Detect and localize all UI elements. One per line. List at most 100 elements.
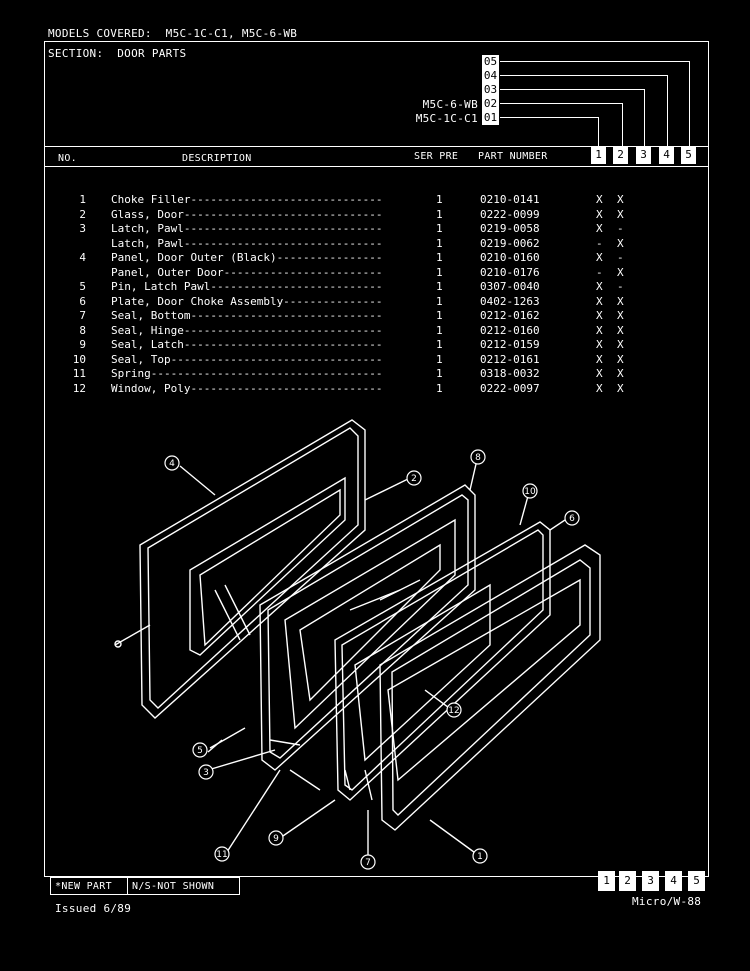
svg-text:2: 2 xyxy=(411,474,417,484)
part-description: Seal, Hinge-----------------------------… xyxy=(111,323,383,337)
model-code-box: 04 xyxy=(482,69,499,83)
outer-panel-drawing xyxy=(139,419,366,719)
model-code-leader-drop xyxy=(644,89,645,146)
callout-5: 5 xyxy=(192,742,208,758)
callout-1: 1 xyxy=(472,848,488,864)
part-no: 8 xyxy=(79,323,86,337)
window-poly-drawing xyxy=(379,544,601,831)
model-code-leader xyxy=(500,103,622,104)
part-qty: 1 xyxy=(436,251,443,264)
part-qty: 1 xyxy=(436,236,443,250)
model-code-leader-drop xyxy=(689,61,690,146)
part-no: 4 xyxy=(79,251,86,264)
part-model-1: X xyxy=(596,381,603,395)
part-model-1: X xyxy=(596,338,603,351)
part-model-1: X xyxy=(596,193,603,206)
col-no: NO. xyxy=(58,153,77,164)
part-number: 0212-0161 xyxy=(480,352,540,366)
model-code-leader-drop xyxy=(622,103,623,146)
part-description: Panel, Outer Door-----------------------… xyxy=(111,265,383,279)
part-no: 12 xyxy=(72,381,86,395)
part-no: 3 xyxy=(79,222,86,235)
model-code-box: 05 xyxy=(482,55,499,69)
part-description: Pin, Latch Pawl-------------------------… xyxy=(111,280,383,293)
choke-plate-drawing xyxy=(334,521,551,801)
col-ser-pre: SER PRE xyxy=(414,151,459,162)
part-description: Seal, Top-------------------------------… xyxy=(111,352,383,366)
part-model-1: X xyxy=(596,367,603,380)
part-model-2: X xyxy=(617,323,624,337)
document-id: Micro/W-88 xyxy=(632,895,702,908)
part-model-1: X xyxy=(596,280,603,293)
svg-text:7: 7 xyxy=(365,858,371,868)
part-model-1: X xyxy=(596,222,603,235)
part-description: Latch, Pawl-----------------------------… xyxy=(111,236,383,250)
model-code-leader xyxy=(500,75,667,76)
part-description: Plate, Door Choke Assembly--------------… xyxy=(111,294,383,308)
part-no: 6 xyxy=(79,294,86,308)
part-model-1: X xyxy=(596,309,603,322)
callout-3: 3 xyxy=(198,764,214,780)
model-code-leader-drop xyxy=(667,75,668,146)
part-model-2: - xyxy=(617,251,624,264)
model-code-leader xyxy=(500,117,598,118)
model-column-5: 5 xyxy=(681,147,696,164)
part-qty: 1 xyxy=(436,193,443,206)
model-code-name: M5C-6-WB xyxy=(422,98,478,111)
part-number: 0318-0032 xyxy=(480,367,540,380)
model-code-name: M5C-1C-C1 xyxy=(415,112,478,125)
model-column-3: 3 xyxy=(636,147,651,164)
part-model-1: X xyxy=(596,207,603,221)
part-qty: 1 xyxy=(436,294,443,308)
model-code-box: 01 xyxy=(482,111,499,125)
part-no: 9 xyxy=(79,338,86,351)
callout-6: 6 xyxy=(564,510,580,526)
callout-7: 7 xyxy=(360,854,376,870)
part-no: 7 xyxy=(79,309,86,322)
part-number: 0219-0058 xyxy=(480,222,540,235)
part-no: 11 xyxy=(72,367,86,380)
models-covered: MODELS COVERED: M5C-1C-C1, M5C-6-WB xyxy=(48,27,298,40)
callout-12: 12 xyxy=(446,702,462,718)
part-qty: 1 xyxy=(436,338,443,351)
part-description: Window, Poly----------------------------… xyxy=(111,381,383,395)
part-no: 10 xyxy=(72,352,86,366)
part-no xyxy=(66,237,86,251)
svg-text:6: 6 xyxy=(569,514,575,524)
footer-not-shown: N/S-NOT SHOWN xyxy=(132,881,215,892)
part-model-2: X xyxy=(617,338,624,351)
part-number: 0219-0062 xyxy=(480,236,540,250)
model-column-2: 2 xyxy=(613,147,628,164)
svg-text:9: 9 xyxy=(273,834,279,844)
model-column-4: 4 xyxy=(659,147,674,164)
part-number: 0402-1263 xyxy=(480,294,540,308)
model-code-leader xyxy=(500,61,689,62)
part-model-2: X xyxy=(617,309,624,322)
part-number: 0210-0176 xyxy=(480,265,540,279)
callout-10: 10 xyxy=(522,483,538,499)
part-qty: 1 xyxy=(436,352,443,366)
footer-legend-box xyxy=(50,877,240,895)
footer-model-5: 5 xyxy=(688,871,705,891)
footer-model-1: 1 xyxy=(598,871,615,891)
part-qty: 1 xyxy=(436,222,443,235)
part-no: 2 xyxy=(79,207,86,221)
part-model-2: X xyxy=(617,381,624,395)
callout-9: 9 xyxy=(268,830,284,846)
part-number: 0222-0097 xyxy=(480,381,540,395)
footer-rule xyxy=(44,876,709,877)
part-no: 5 xyxy=(79,280,86,293)
part-description: Seal, Latch-----------------------------… xyxy=(111,338,383,351)
header-rule-top xyxy=(44,146,709,147)
part-qty: 1 xyxy=(436,381,443,395)
part-qty: 1 xyxy=(436,323,443,337)
model-code-leader-drop xyxy=(598,117,599,146)
part-qty: 1 xyxy=(436,309,443,322)
part-model-2: X xyxy=(617,367,624,380)
svg-text:10: 10 xyxy=(524,487,536,497)
part-qty: 1 xyxy=(436,207,443,221)
part-qty: 1 xyxy=(436,280,443,293)
part-model-2: X xyxy=(617,207,624,221)
callout-8: 8 xyxy=(470,449,486,465)
